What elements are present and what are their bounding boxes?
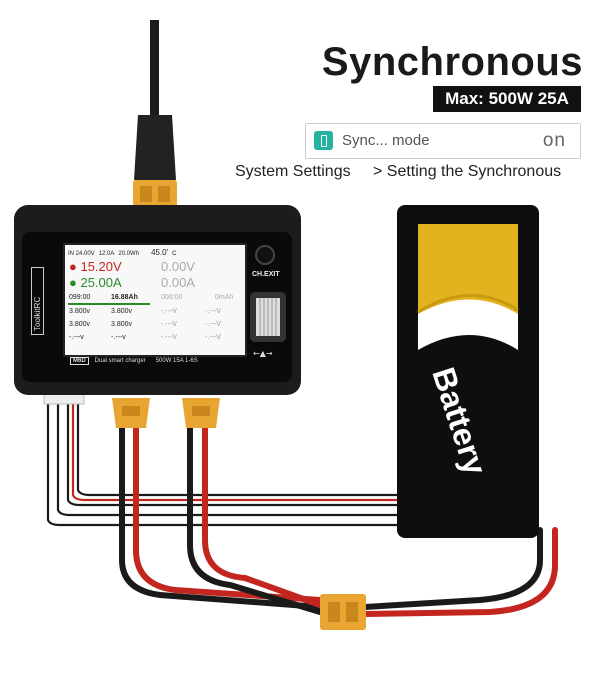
ch1-cell-2: 3.800v bbox=[111, 308, 133, 315]
ch2-capacity: 0mAh bbox=[215, 294, 234, 301]
ch1-cell-3: 3.800v bbox=[69, 321, 91, 328]
ch1-progress bbox=[68, 303, 150, 305]
ch2-voltage: 0.00V bbox=[161, 259, 195, 274]
ch1-cell-4: 3.800v bbox=[111, 321, 133, 328]
battery bbox=[397, 205, 539, 538]
power-plug bbox=[134, 115, 176, 180]
sync-mode-label: Sync... mode bbox=[342, 132, 430, 149]
ch-exit-label: CH.EXIT bbox=[252, 271, 280, 278]
ch2-cell-4: -.---V bbox=[205, 321, 221, 328]
ch2-current: 0.00A bbox=[161, 275, 195, 290]
ch1-current: ● 25.00A bbox=[69, 275, 122, 290]
parallel-connector bbox=[320, 594, 366, 630]
sync-mode-setting[interactable]: Sync... mode on bbox=[305, 123, 581, 159]
ch1-cell-1: 3.800v bbox=[69, 308, 91, 315]
balance-wires bbox=[46, 400, 422, 527]
brand-label: ToolkitRC bbox=[31, 267, 45, 335]
power-connector bbox=[133, 180, 177, 208]
ch1-voltage: ● 15.20V bbox=[69, 259, 122, 274]
arrow-icons: ←▲→ bbox=[253, 349, 273, 358]
max-power-badge: Max: 500W 25A bbox=[433, 86, 581, 112]
charger-footer: M6D Dual smart charger 500W 15A 1-6S bbox=[70, 357, 198, 365]
breadcrumb-system-settings: System Settings bbox=[235, 163, 351, 180]
page-title: Synchronous bbox=[321, 40, 583, 84]
model-tag: M6D bbox=[70, 357, 89, 365]
ch1-cell-6: -.---v bbox=[111, 334, 126, 341]
ch2-cell-2: -.---V bbox=[205, 308, 221, 315]
charger-description: Dual smart charger bbox=[94, 358, 146, 364]
breadcrumb-synchronous: > Setting the Synchronous bbox=[373, 163, 562, 180]
ch2-cell-6: -.---V bbox=[205, 334, 221, 341]
power-cable bbox=[150, 20, 159, 125]
output-connector-2 bbox=[182, 398, 220, 428]
ch2-cell-3: -.---V bbox=[161, 321, 177, 328]
ch2-cell-5: -.---V bbox=[161, 334, 177, 341]
sync-mode-value[interactable]: on bbox=[542, 130, 566, 151]
ch1-capacity: 16.88Ah bbox=[111, 294, 138, 301]
charger-spec: 500W 15A 1-6S bbox=[155, 358, 198, 364]
ch1-cell-5: -.---v bbox=[69, 334, 84, 341]
ch2-time: 000:00 bbox=[161, 294, 183, 301]
output-connector-1 bbox=[112, 398, 150, 428]
output-cables bbox=[119, 417, 558, 617]
balance-plug bbox=[43, 393, 85, 405]
battery-icon bbox=[314, 131, 333, 150]
ch2-cell-1: -.---V bbox=[161, 308, 177, 315]
ch1-time: 099:00 bbox=[69, 294, 91, 301]
knob-icon bbox=[255, 245, 275, 265]
